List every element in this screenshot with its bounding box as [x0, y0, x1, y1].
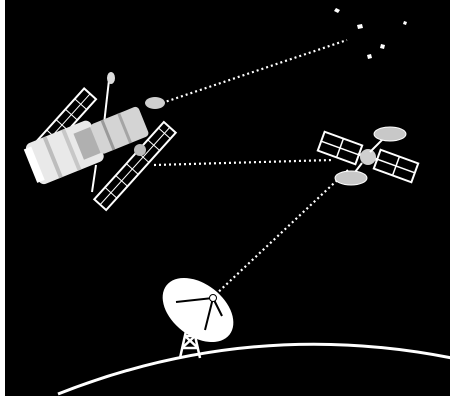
white-frame-bottom [0, 396, 455, 405]
white-frame-left [0, 0, 5, 405]
relay-body [360, 149, 376, 165]
relay-antenna-upper [374, 127, 406, 141]
relay-antenna-lower [335, 171, 367, 185]
aperture-door [145, 97, 165, 109]
dish-feed [210, 295, 217, 302]
high-gain-antenna [107, 72, 115, 84]
white-frame-right [450, 0, 455, 405]
